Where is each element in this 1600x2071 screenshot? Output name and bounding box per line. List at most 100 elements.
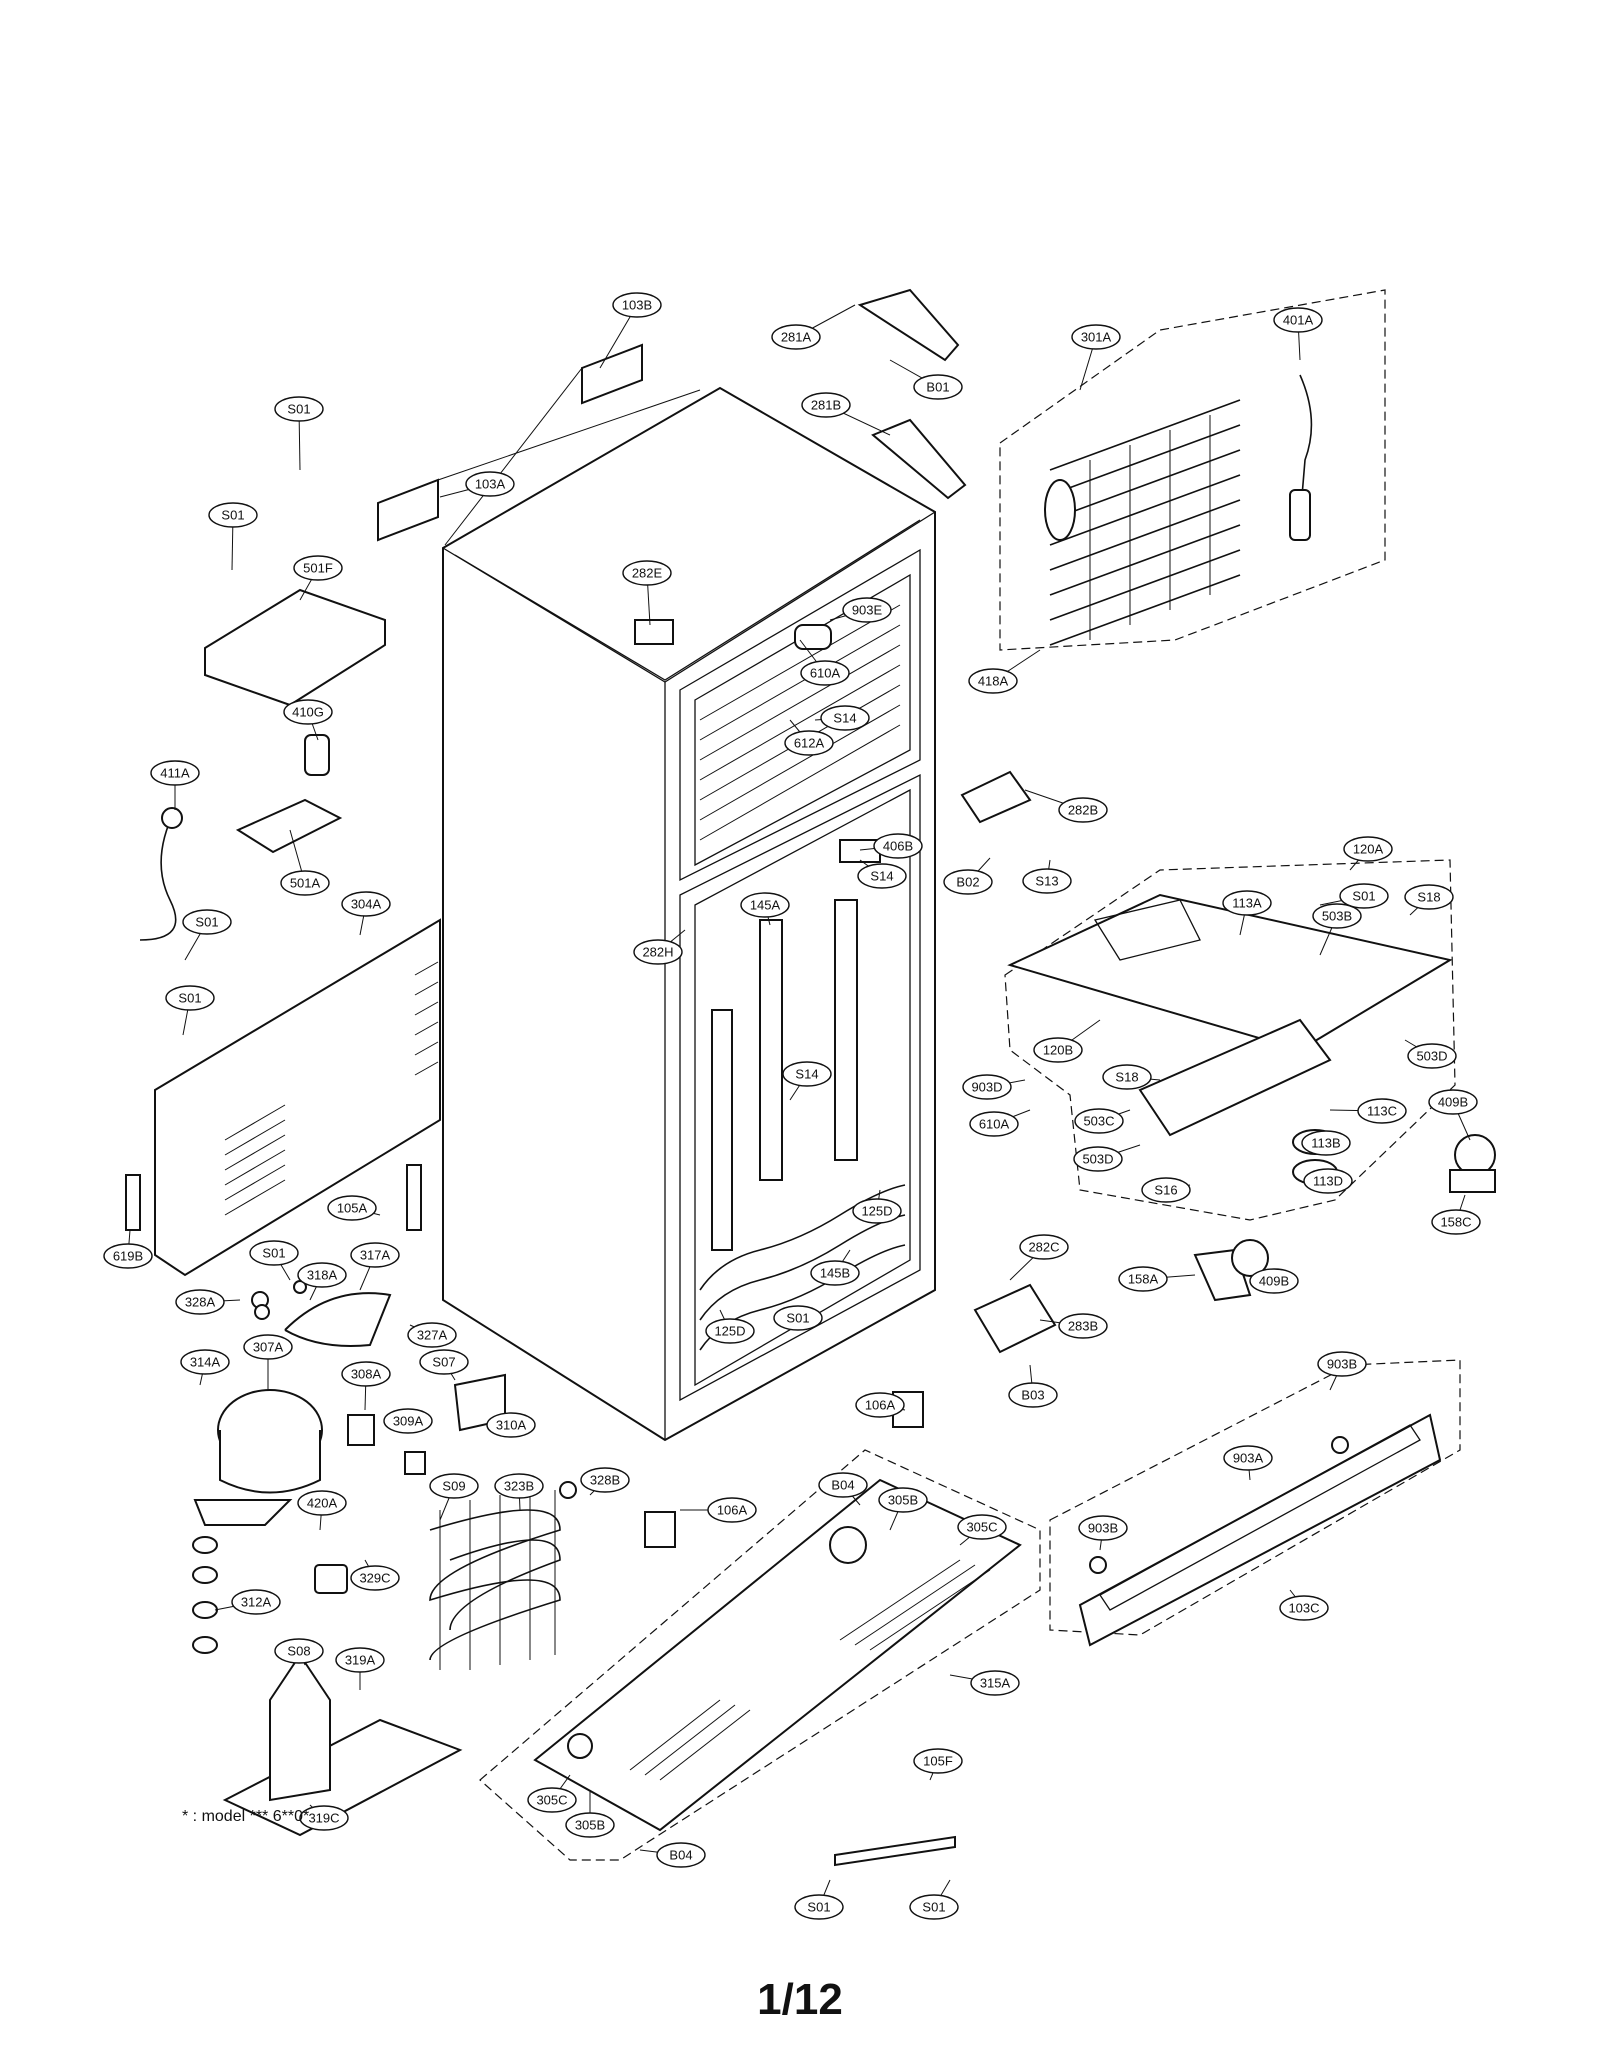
callout-label: 503B <box>1322 909 1352 924</box>
shelf-rail-145A <box>759 919 783 1181</box>
callout-label: 282C <box>1028 1240 1059 1255</box>
callout-label: 281B <box>811 398 841 413</box>
callout-label: 304A <box>351 897 382 912</box>
callout-label: S01 <box>922 1900 945 1915</box>
callout-oval <box>1279 1595 1329 1621</box>
callout-label: 281A <box>781 330 812 345</box>
leveling-foot-106A-left <box>644 1511 676 1548</box>
callout-oval <box>1407 1043 1457 1069</box>
callout-oval <box>350 1242 400 1268</box>
callout-label: 903D <box>971 1080 1002 1095</box>
callout-label: 501A <box>290 876 321 891</box>
callout-oval <box>633 939 683 965</box>
callout-oval <box>1312 903 1362 929</box>
callout-oval <box>274 1638 324 1664</box>
callout-label: 327A <box>417 1328 448 1343</box>
callout-oval <box>182 909 232 935</box>
callout-oval <box>419 1349 469 1375</box>
callout-label: S08 <box>287 1644 310 1659</box>
shelf-rail-left <box>711 1009 733 1251</box>
callout-oval <box>970 1670 1020 1696</box>
callout-oval <box>1249 1268 1299 1294</box>
callout-oval <box>208 502 258 528</box>
callout-label: 409B <box>1438 1095 1468 1110</box>
callout-oval <box>486 1412 536 1438</box>
small-fasteners <box>254 1280 1349 1574</box>
condenser-323B <box>314 1490 561 1670</box>
callout-label: 409B <box>1259 1274 1289 1289</box>
callout-oval <box>873 833 923 859</box>
callout-label: 610A <box>979 1117 1010 1132</box>
callout-oval <box>1428 1089 1478 1115</box>
evaporator-assembly <box>999 289 1386 651</box>
callout-oval <box>580 1467 630 1493</box>
callout-label: 612A <box>794 736 825 751</box>
callout-label: 312A <box>241 1595 272 1610</box>
callout-label: 305B <box>575 1818 605 1833</box>
callout-oval <box>335 1647 385 1673</box>
callout-oval <box>1222 890 1272 916</box>
callout-oval <box>1058 1313 1108 1339</box>
callout-oval <box>465 471 515 497</box>
callout-oval <box>943 869 993 895</box>
callout-oval <box>341 1361 391 1387</box>
callout-oval <box>1071 324 1121 350</box>
callout-oval <box>1357 1098 1407 1124</box>
callout-oval <box>1058 797 1108 823</box>
callout-oval <box>842 597 892 623</box>
callout-label: 145B <box>820 1266 850 1281</box>
callout-oval <box>800 660 850 686</box>
callout-oval <box>1008 1382 1058 1408</box>
callout-label: 418A <box>978 674 1009 689</box>
callout-label: B03 <box>1021 1388 1044 1403</box>
callout-oval <box>782 1061 832 1087</box>
callout-label: 315A <box>980 1676 1011 1691</box>
callout-oval <box>297 1262 347 1288</box>
callout-label: 113D <box>1313 1174 1343 1189</box>
callout-oval <box>784 730 834 756</box>
callout-label: S09 <box>442 1479 465 1494</box>
callout-oval <box>1301 1130 1351 1156</box>
callout-label: 301A <box>1081 330 1112 345</box>
callout-label: 503D <box>1416 1049 1447 1064</box>
callout-oval <box>350 1565 400 1591</box>
callout-oval <box>1074 1108 1124 1134</box>
callout-oval <box>1404 884 1454 910</box>
callout-oval <box>180 1349 230 1375</box>
callout-label: 309A <box>393 1414 424 1429</box>
callout-oval <box>705 1318 755 1344</box>
callout-oval <box>274 396 324 422</box>
callout-label: 406B <box>883 839 913 854</box>
callout-label: 103C <box>1288 1601 1319 1616</box>
refrigerator-cabinet <box>442 386 936 1548</box>
callout-oval <box>740 892 790 918</box>
base-cover-103C <box>834 1359 1461 1867</box>
callout-oval <box>341 891 391 917</box>
callout-oval <box>327 1195 377 1221</box>
callout-oval <box>1339 883 1389 909</box>
callout-label: 106A <box>865 1398 896 1413</box>
callout-oval <box>175 1289 225 1315</box>
callout-label: 420A <box>307 1496 338 1511</box>
callout-label: B04 <box>831 1478 854 1493</box>
back-cover-304A <box>125 918 441 1277</box>
callout-oval <box>249 1240 299 1266</box>
callout-label: 903E <box>852 603 883 618</box>
callout-label: S18 <box>1115 1070 1138 1085</box>
callout-oval <box>299 1805 349 1831</box>
callout-oval <box>243 1334 293 1360</box>
part-callouts: 103BS01103AS01501F410G411A501AS01304AS01… <box>103 292 1481 1920</box>
callout-oval <box>962 1074 1012 1100</box>
callout-label: 328B <box>590 1473 620 1488</box>
callout-label: 145A <box>750 898 781 913</box>
callout-label: 410G <box>292 705 324 720</box>
callout-label: S14 <box>870 869 893 884</box>
callout-oval <box>1431 1209 1481 1235</box>
callout-oval <box>231 1589 281 1615</box>
callout-oval <box>820 705 870 731</box>
callout-label: 903B <box>1327 1357 1357 1372</box>
callout-oval <box>297 1490 347 1516</box>
callout-oval <box>1317 1351 1367 1377</box>
callout-oval <box>968 668 1018 694</box>
